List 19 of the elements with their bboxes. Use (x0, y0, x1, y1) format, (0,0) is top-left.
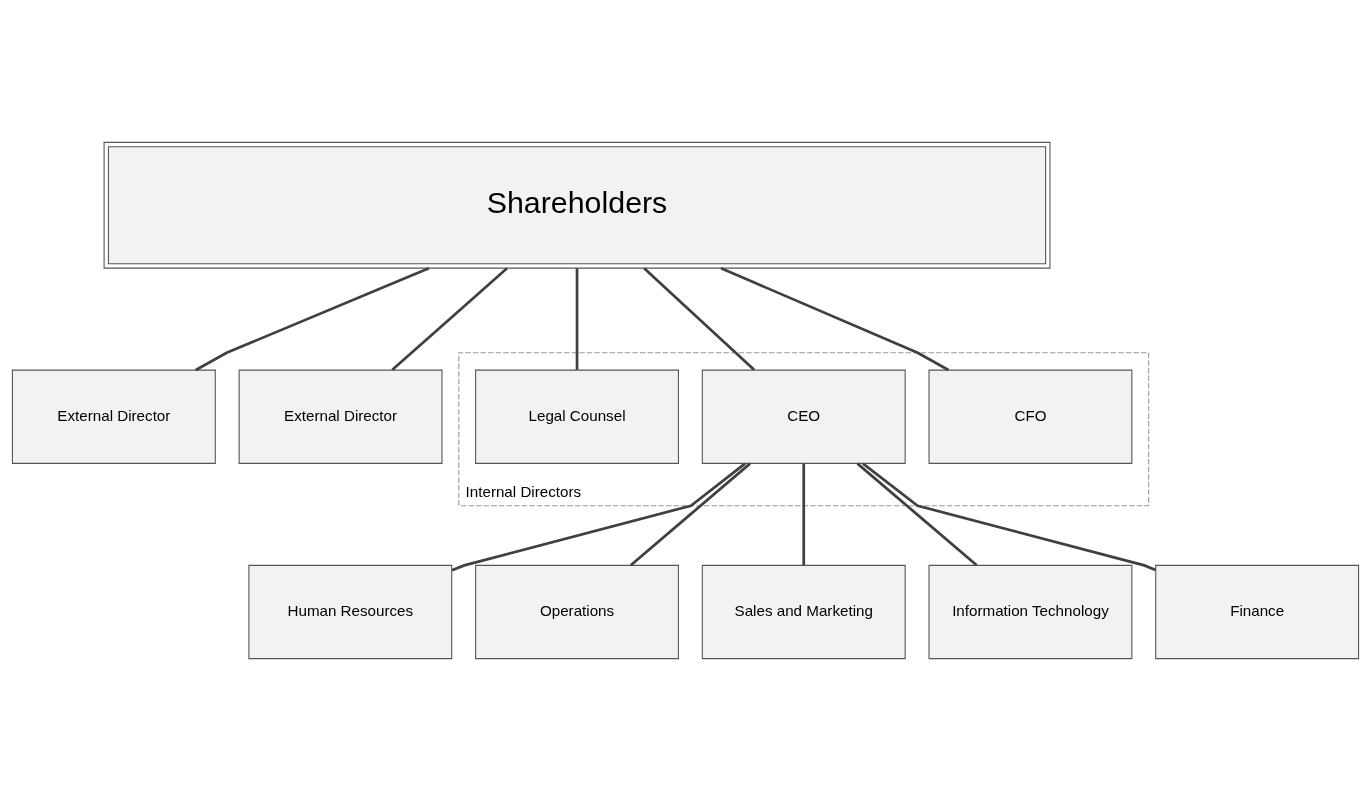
node-box: CFO (928, 369, 1133, 464)
node-box: CEO (701, 369, 906, 464)
node-box: Finance (1155, 564, 1360, 659)
connector (802, 463, 806, 565)
node-box: Human Resources (248, 564, 453, 659)
node-box: Sales and Marketing (701, 564, 906, 659)
node-box: Information Technology (928, 564, 1133, 659)
connector (195, 266, 430, 371)
connector (862, 462, 1157, 571)
node-box: Legal Counsel (475, 369, 679, 464)
connector (856, 462, 978, 566)
node-box: Shareholders (103, 141, 1051, 269)
connector (629, 462, 751, 566)
node-box: Operations (475, 564, 679, 659)
node-box: External Director (238, 369, 443, 464)
connector (451, 462, 746, 571)
node-box: External Director (11, 369, 216, 464)
connector (391, 266, 508, 371)
connector (575, 267, 579, 370)
